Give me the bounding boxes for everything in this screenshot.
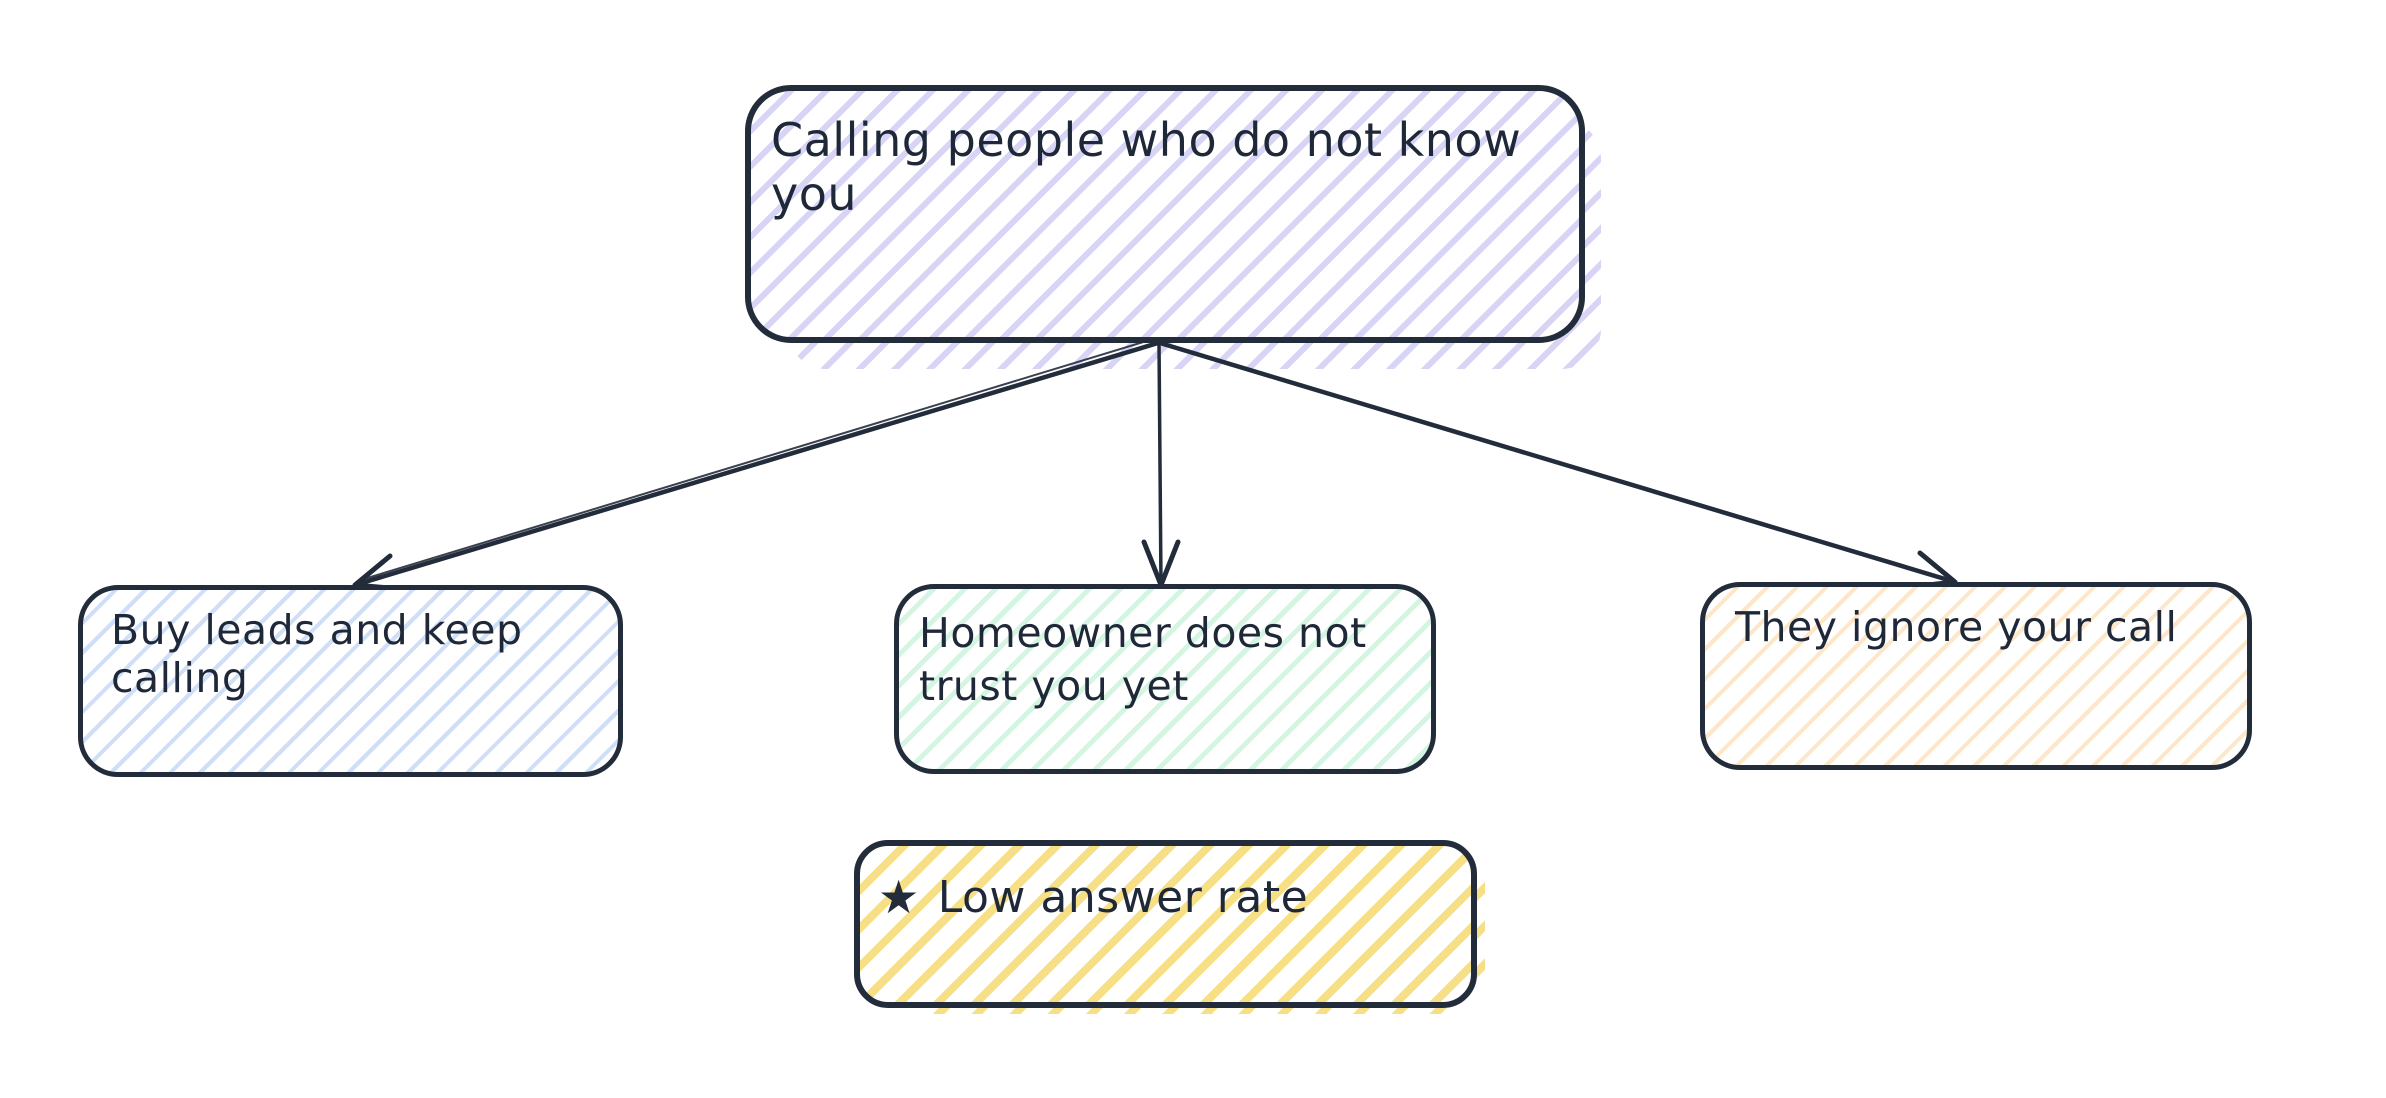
node-label-line-2: trust you yet bbox=[919, 662, 1189, 711]
node-label: Low answer rate bbox=[937, 872, 1309, 923]
node-low-answer-rate: ★ Low answer rate bbox=[854, 840, 1485, 1014]
arrow-root-to-ignore-call bbox=[1157, 340, 1958, 590]
arrow-root-to-homeowner bbox=[1141, 341, 1181, 588]
arrow-root-to-buy-leads bbox=[352, 339, 1161, 592]
node-label: Calling people who do not know you bbox=[771, 113, 1522, 221]
node-label: Buy leads and keep calling bbox=[111, 606, 523, 702]
node-homeowner-trust: Homeowner does not trust you yet bbox=[894, 584, 1436, 774]
node-buy-leads: Buy leads and keep calling bbox=[78, 585, 623, 777]
star-icon: ★ bbox=[878, 870, 920, 924]
node-calling-people: Calling people who do not know you bbox=[745, 85, 1601, 369]
node-label: They ignore your call bbox=[1735, 603, 2178, 651]
node-ignore-call: They ignore your call bbox=[1700, 582, 2252, 770]
node-label-line-1: Homeowner does not bbox=[919, 609, 1367, 657]
